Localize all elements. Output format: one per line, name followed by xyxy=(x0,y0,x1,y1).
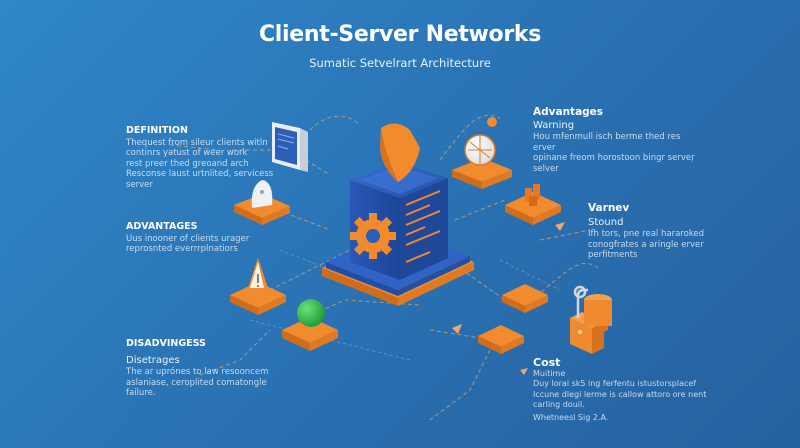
advantages-left-heading: ADVANTAGES xyxy=(126,221,198,232)
warning-cone-icon xyxy=(246,258,270,294)
connection-line xyxy=(539,229,591,241)
shield-icon xyxy=(380,123,420,182)
connection-line xyxy=(439,114,501,161)
disadvantages-line: The ar uprónes to law resooncem xyxy=(126,367,269,377)
server-cluster-node xyxy=(505,184,561,225)
orange-dot xyxy=(487,117,497,127)
connection-line xyxy=(264,204,331,231)
disadvantages-line: aslaniase, ceroplited comatongle xyxy=(126,377,267,388)
definition-heading: DEFINITION xyxy=(126,125,188,136)
disadvantages-body: The ar uprónes to law resooncem aslanias… xyxy=(126,367,296,399)
cost-body: Duy loral sk5 ing ferfentu istustorsplac… xyxy=(533,379,733,423)
varnev-body: Ifh tors, pne real hararoked conogfrates… xyxy=(588,229,738,261)
varnev-heading: Varnev xyxy=(588,202,630,214)
arrow-marker xyxy=(452,324,462,334)
disadvantages-heading: DISADVINGESS xyxy=(126,338,206,349)
definition-body: Thequest from sileur clients witln conti… xyxy=(126,138,286,191)
orange-pad-2 xyxy=(478,325,524,354)
definition-line: rest preer thed greoand arch xyxy=(126,158,249,169)
connection-line xyxy=(279,249,331,271)
varnev-line: perfitments xyxy=(588,250,638,260)
cost-heading: Cost xyxy=(533,356,561,369)
advantages-right-line: Hou mfenmull isch berme thed res erver xyxy=(533,132,681,153)
connection-lines-light xyxy=(249,249,561,361)
definition-line: server xyxy=(126,179,153,190)
connection-line xyxy=(499,259,561,291)
varnev-line: conogfrates a aringle erver xyxy=(588,239,704,250)
connection-line xyxy=(169,144,221,151)
advantages-left-body: Uus inooner of clients urager reprosnted… xyxy=(126,234,286,255)
cost-section: Cost Muitime Duy loral sk5 ing ferfentu … xyxy=(533,356,733,423)
gear-icon xyxy=(350,213,396,259)
page-title: Client-Server Networks xyxy=(258,22,542,47)
varnev-line: Ifh tors, pne real hararoked xyxy=(588,229,705,239)
arrow-marker xyxy=(555,222,565,231)
cone-node xyxy=(230,258,286,315)
server-vent-lines xyxy=(405,190,441,263)
client-window-icon xyxy=(272,122,308,172)
definition-line: Thequest from sileur clients witln xyxy=(126,137,268,148)
disadvantages-line: failure. xyxy=(126,388,156,398)
varnev-section: Varnev Stound Ifh tors, pne real hararok… xyxy=(588,203,738,261)
disadvantages-section: DISADVINGESS Disetrages The ar uprónes t… xyxy=(126,338,296,399)
server-cluster-icon xyxy=(525,184,540,206)
advantages-right-heading: Advantages xyxy=(533,106,604,118)
advantages-right-line: opinane freom horostoon bingr serveṛ xyxy=(533,153,695,163)
cost-line: Whetneesl Sig 2.A. xyxy=(533,412,609,422)
connection-line xyxy=(199,329,271,376)
connection-line xyxy=(429,349,491,421)
cost-subheading: Muitime xyxy=(533,368,566,378)
arrow-markers xyxy=(452,117,565,375)
advantages-left-line: Uus inooner of clients urager xyxy=(126,233,250,244)
disadvantages-subheading: Disetrages xyxy=(126,354,180,366)
advantages-right-line: selver xyxy=(533,163,559,174)
definition-line: Resconse laust urtnlited, servicess xyxy=(126,169,274,179)
cost-line: carling douil. xyxy=(533,400,585,409)
cloud-node xyxy=(234,180,290,225)
connection-line xyxy=(454,199,506,221)
status-ball-icon xyxy=(297,299,325,327)
cost-line: Iccune dlegi lerme is callow attoro ore … xyxy=(533,389,707,399)
orange-pad-1 xyxy=(502,284,548,313)
cost-line: Duy loral sk5 ing ferfentu istustorsplac… xyxy=(533,379,697,388)
lock-icon xyxy=(573,285,588,334)
advantages-left-line: reprosnted everrrplnatiors xyxy=(126,244,238,254)
arrow-marker xyxy=(520,368,528,375)
connection-line xyxy=(309,115,361,131)
advantages-right-body: Hou mfenmull isch berme thed res erver o… xyxy=(533,132,703,174)
lock-node xyxy=(570,285,612,354)
central-server xyxy=(322,162,474,306)
page-subtitle: Sumatic Setvelrart Architecture xyxy=(309,56,491,70)
definition-line: continrs yatust of weer work xyxy=(126,148,248,158)
globe-node xyxy=(452,134,512,189)
advantages-right-subheading: Warning xyxy=(533,119,575,131)
varnev-subheading: Stound xyxy=(588,216,624,228)
connection-line xyxy=(269,249,351,291)
connection-line xyxy=(429,329,481,339)
advantages-left-section: ADVANTAGES Uus inooner of clients urager… xyxy=(126,221,286,255)
ball-node xyxy=(282,299,338,351)
definition-section: DEFINITION Thequest from sileur clients … xyxy=(126,125,286,191)
advantages-right-section: Advantages Warning Hou mfenmull isch ber… xyxy=(533,107,703,174)
globe-icon xyxy=(464,134,496,166)
